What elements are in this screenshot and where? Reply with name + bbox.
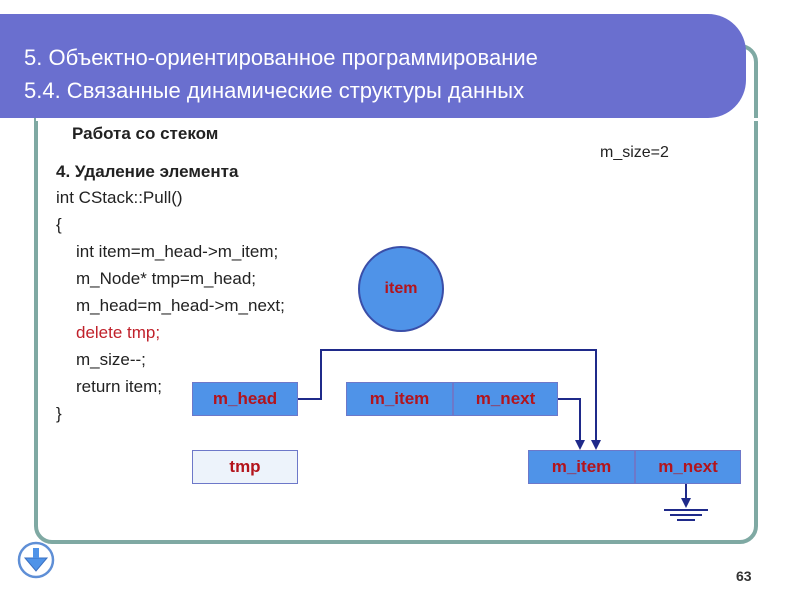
header-title-line2: 5.4. Связанные динамические структуры да… [24,78,525,103]
code-line-9: } [56,404,62,423]
page-number: 63 [736,568,752,584]
item-circle: item [358,246,444,332]
ground-symbol [664,509,708,521]
down-arrow-icon[interactable] [16,540,56,580]
size-label: m_size=2 [600,144,669,161]
head-pointer-arrow [298,349,601,450]
code-line-1: int CStack::Pull() [56,188,183,207]
code-line-6: delete tmp; [76,323,161,342]
header-rule [36,118,758,121]
tmp-box: tmp [192,450,298,484]
code-line-7: m_size--; [76,350,146,369]
code-line-4: m_Node* tmp=m_head; [76,269,257,288]
node2-next-cell: m_next [635,450,741,484]
code-line-3: int item=m_head->m_item; [76,242,279,261]
node2-item-cell: m_item [528,450,635,484]
code-line-2: { [56,215,62,234]
slide-header: 5. Объектно-ориентированное программиров… [0,14,746,118]
step-title: 4. Удаление элемента [56,162,239,181]
next-pointer-arrow [558,398,585,450]
section-title: Работа со стеком [72,124,219,143]
code-line-8: return item; [76,377,162,396]
node1-item-cell: m_item [346,382,453,416]
code-line-5: m_head=m_head->m_next; [76,296,285,315]
header-title-line1: 5. Объектно-ориентированное программиров… [24,45,538,70]
node1-next-cell: m_next [453,382,558,416]
m-head-box: m_head [192,382,298,416]
